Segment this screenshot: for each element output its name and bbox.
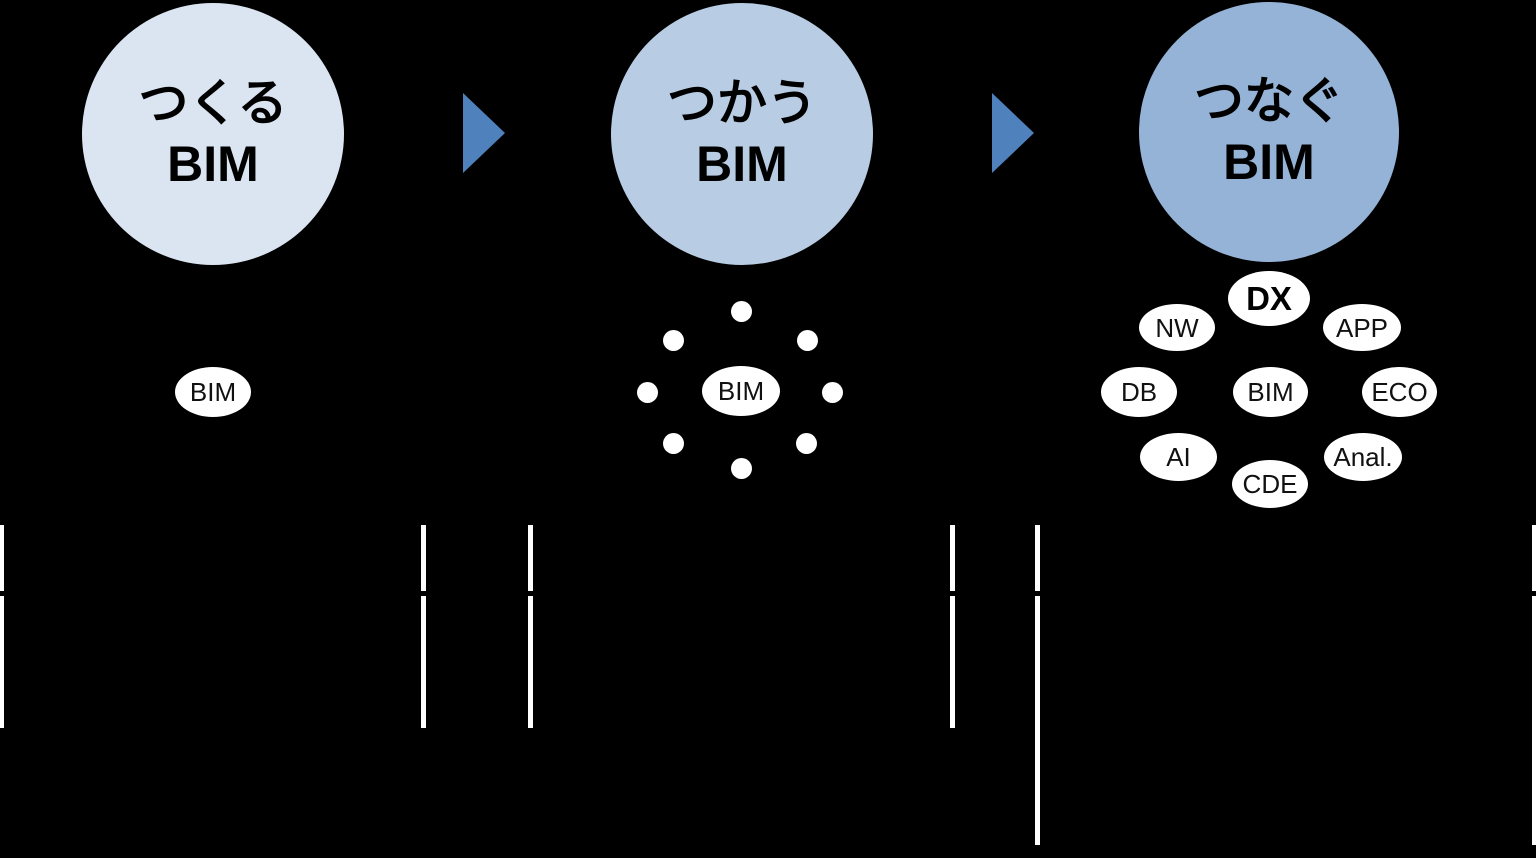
stage-circle-create: つくる BIM xyxy=(82,3,344,265)
table-border-line xyxy=(421,525,426,591)
table-border-line xyxy=(950,596,955,728)
cluster-node-nw-label: NW xyxy=(1155,312,1199,343)
stage-circle-connect: つなぐ BIM xyxy=(1139,2,1399,262)
cluster-node-dx-label: DX xyxy=(1246,280,1292,317)
table-border-line xyxy=(1532,525,1536,591)
table-border-line xyxy=(1532,596,1536,845)
table-border-line xyxy=(0,525,4,591)
cluster-node-nw: NW xyxy=(1139,304,1215,351)
table-border-line xyxy=(1035,596,1040,845)
table-border-line xyxy=(1035,525,1040,591)
cluster-node-app: APP xyxy=(1323,304,1401,351)
cluster-node-db-label: DB xyxy=(1120,377,1158,407)
cluster-node-anal-label: Anal. xyxy=(1333,442,1393,472)
cluster-node-bim-label: BIM xyxy=(1247,377,1294,407)
satellite-dot-upper-right xyxy=(797,330,818,351)
cluster-node-cde: CDE xyxy=(1232,460,1308,508)
satellite-dot-right xyxy=(822,382,843,403)
table-border-line xyxy=(421,596,426,728)
stage2-bim-hub: BIM xyxy=(702,366,780,416)
satellite-dot-left xyxy=(637,382,658,403)
cluster-node-ai-label: AI xyxy=(1166,442,1191,472)
stage-create-label-en: BIM xyxy=(167,136,259,192)
table-border-line xyxy=(950,525,955,591)
cluster-node-dx: DX xyxy=(1228,271,1310,326)
table-border-line xyxy=(528,525,533,591)
cluster-node-db: DB xyxy=(1101,367,1177,417)
satellite-dot-upper-left xyxy=(663,330,684,351)
satellite-dot-bottom xyxy=(731,458,752,479)
cluster-node-eco-label: ECO xyxy=(1371,377,1428,407)
satellite-dot-top xyxy=(731,301,752,322)
table-border-line xyxy=(0,596,4,728)
satellite-dot-lower-left xyxy=(663,433,684,454)
cluster-node-eco: ECO xyxy=(1362,367,1437,417)
stage-create-label-jp: つくる xyxy=(138,75,288,131)
stage-connect-label-jp: つなぐ xyxy=(1194,73,1344,129)
stage1-bim-node: BIM xyxy=(175,367,251,417)
flow-arrow-1 xyxy=(463,93,505,173)
stage-use-label-en: BIM xyxy=(696,136,788,192)
satellite-dot-lower-right xyxy=(796,433,817,454)
stage-use-label-jp: つかう xyxy=(667,75,817,131)
cluster-node-bim: BIM xyxy=(1233,367,1308,417)
stage-connect-label-en: BIM xyxy=(1223,134,1315,190)
stage2-bim-label: BIM xyxy=(717,376,765,406)
stage-circle-use: つかう BIM xyxy=(611,3,873,265)
stage1-bim-label: BIM xyxy=(189,377,237,407)
cluster-node-cde-label: CDE xyxy=(1242,469,1298,499)
cluster-node-ai: AI xyxy=(1140,433,1217,481)
cluster-node-app-label: APP xyxy=(1335,312,1389,343)
table-border-line xyxy=(528,596,533,728)
flow-arrow-2 xyxy=(992,93,1034,173)
cluster-node-anal: Anal. xyxy=(1324,433,1402,481)
